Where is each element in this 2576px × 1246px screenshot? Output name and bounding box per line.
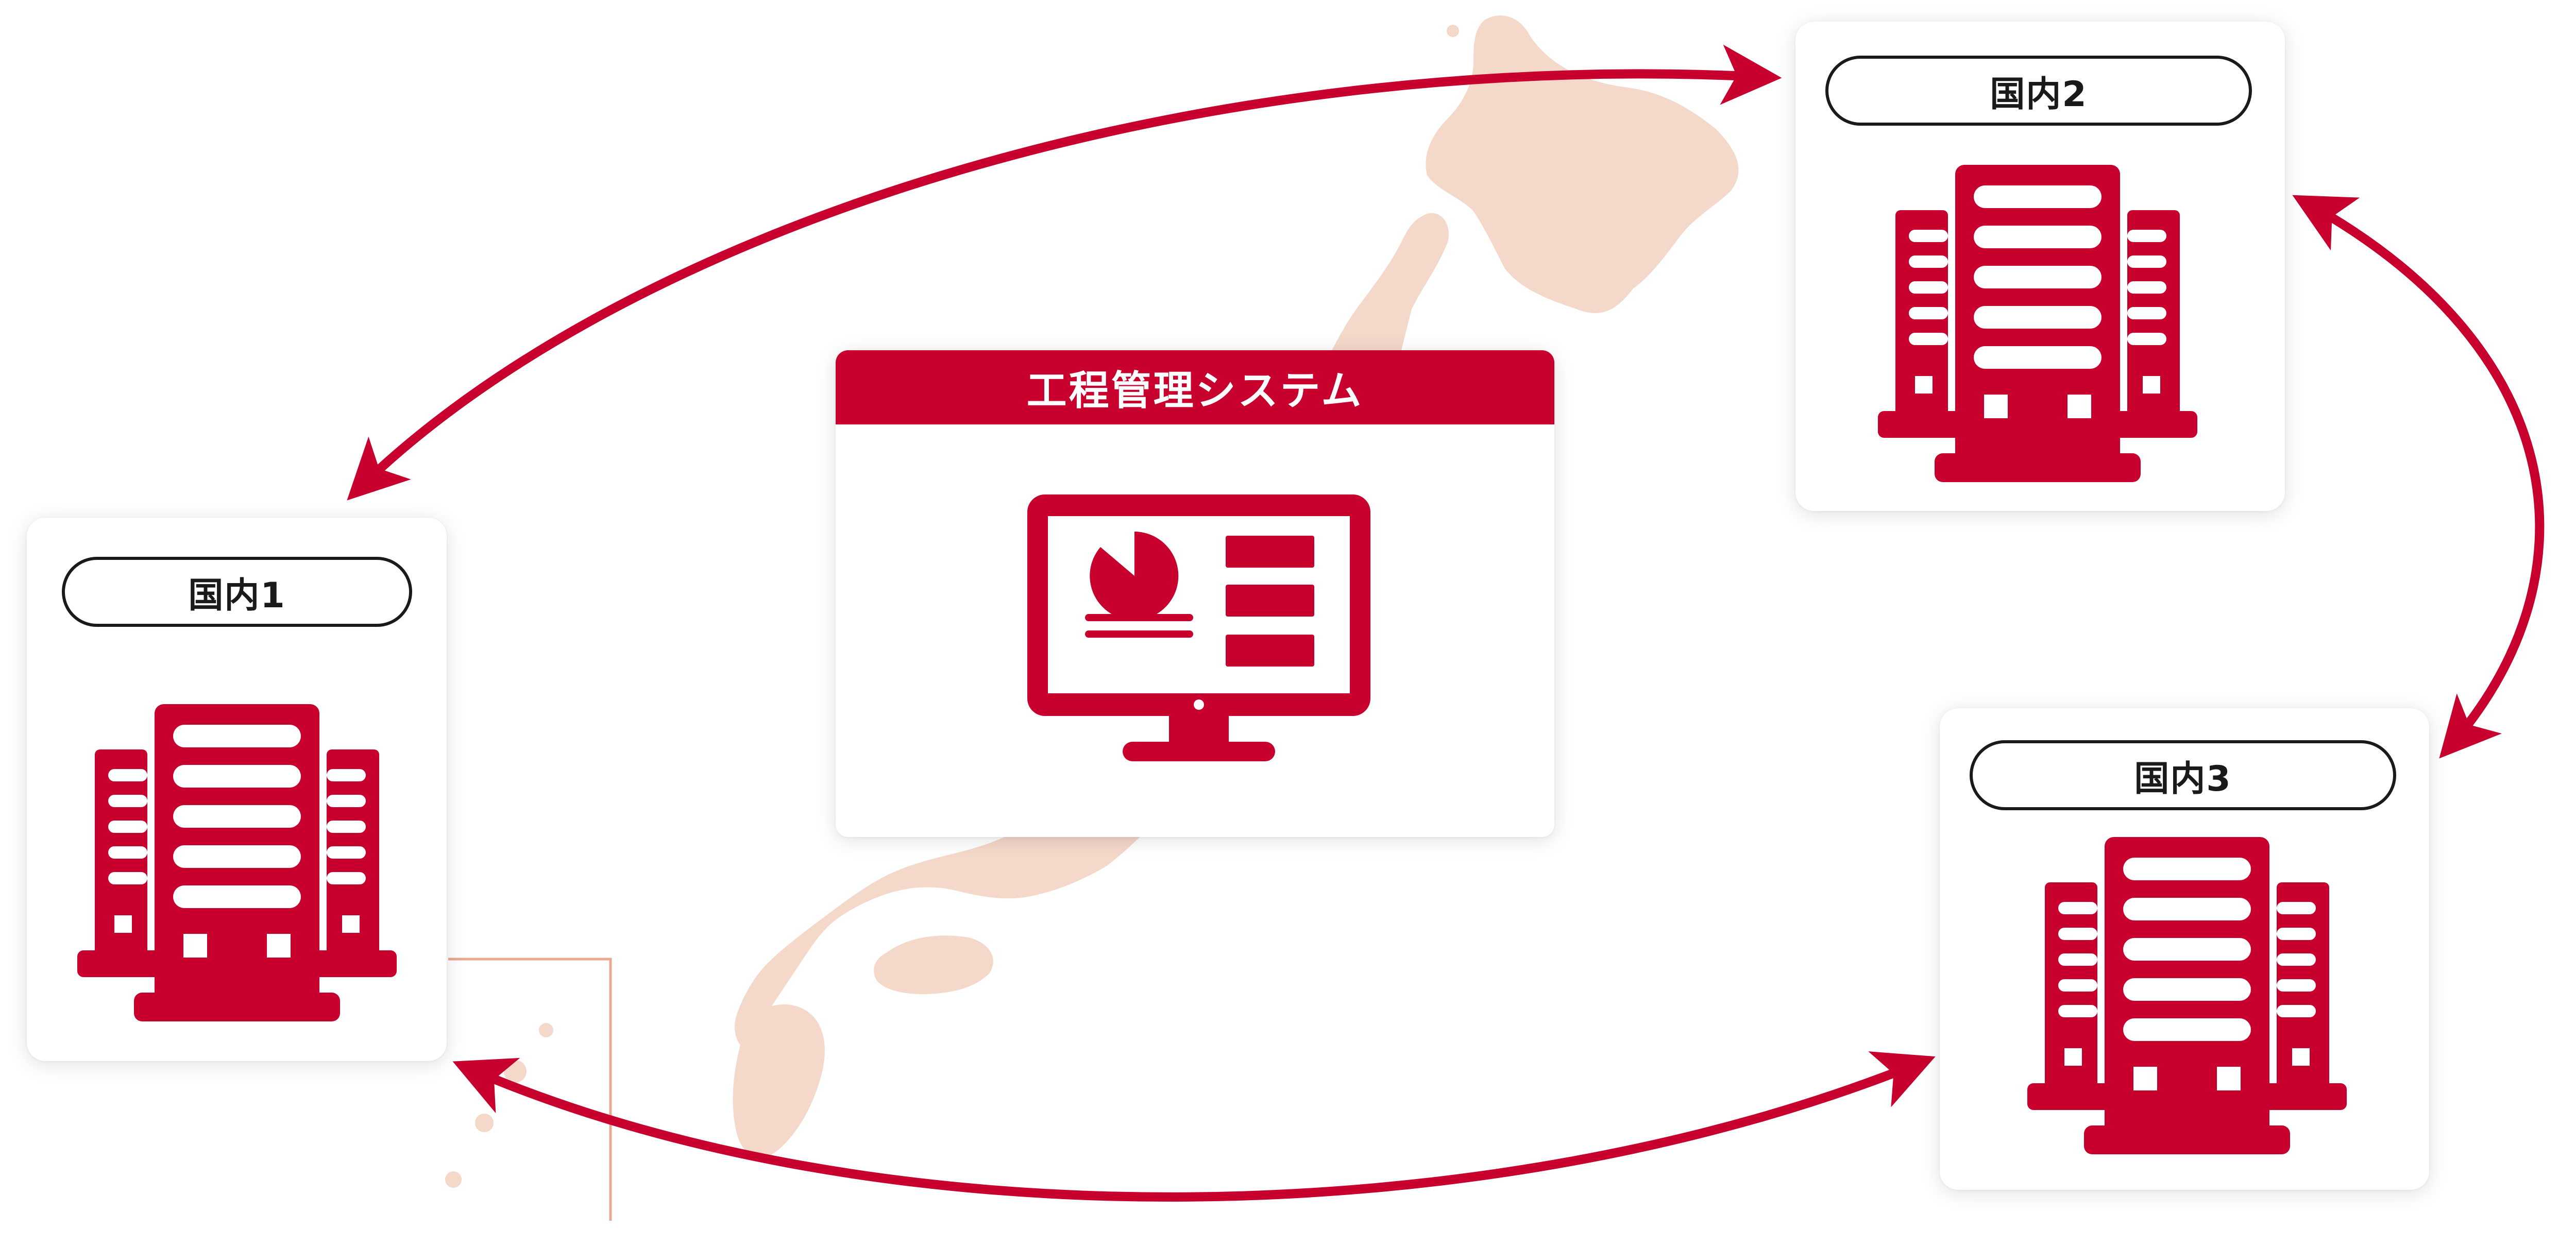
monitor-dashboard-icon (1027, 494, 1370, 761)
building-icon (2027, 837, 2347, 1154)
system-card: 工程管理システム (836, 350, 1554, 837)
building-icon (1878, 165, 2197, 482)
site-label-1: 国内1 (62, 557, 412, 627)
site-label-3: 国内3 (1970, 740, 2396, 810)
building-icon (77, 704, 397, 1021)
site-card-1: 国内1 (27, 518, 447, 1061)
arrow-site2-site3 (2292, 195, 2545, 759)
arrow-site1-site3 (452, 1051, 1936, 1202)
site-label-2: 国内2 (1825, 56, 2252, 126)
system-title: 工程管理システム (836, 350, 1554, 424)
arrow-site1-site2 (347, 44, 1782, 501)
site-card-3: 国内3 (1940, 708, 2429, 1190)
site-card-2: 国内2 (1795, 22, 2285, 511)
